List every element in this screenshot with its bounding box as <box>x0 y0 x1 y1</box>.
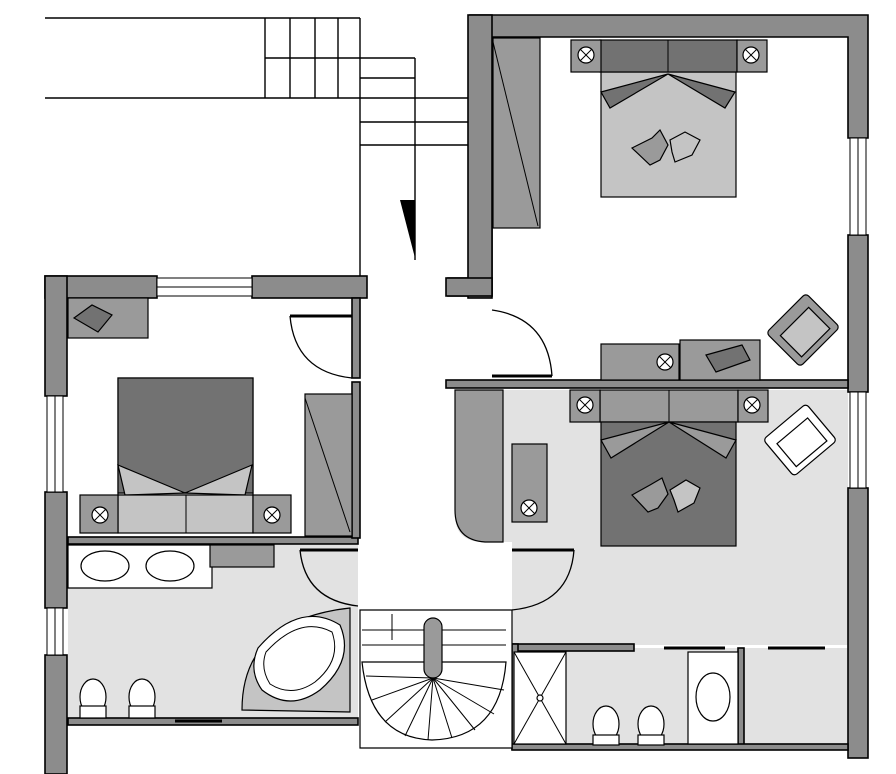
toilet-icon <box>79 678 107 719</box>
pillow-icon <box>668 421 737 459</box>
bedroom-left <box>67 297 353 537</box>
master-bedroom <box>492 37 839 381</box>
sink-icon <box>695 672 731 722</box>
bedroom-right <box>454 389 836 547</box>
curved-wardrobe <box>454 389 504 543</box>
walls <box>44 14 869 774</box>
door-master-bedroom <box>491 309 553 377</box>
dresser <box>600 343 680 381</box>
pillow-icon <box>600 73 669 109</box>
doors <box>175 309 825 723</box>
bathtub-icon <box>241 607 351 713</box>
door-right-bedroom <box>511 549 575 611</box>
lamp-icon <box>569 389 601 423</box>
lamp-icon <box>736 39 768 73</box>
lamp-icon <box>252 494 292 534</box>
stair-newel <box>423 617 443 679</box>
sink-icon <box>80 550 130 582</box>
sink-icon <box>145 550 195 582</box>
shelf <box>209 544 275 568</box>
cushion-icon <box>630 129 669 166</box>
laptop-icon <box>705 344 751 373</box>
pillow-icon <box>184 463 253 496</box>
lamp-icon <box>570 39 602 73</box>
cushion-icon <box>669 479 701 513</box>
armchair-icon <box>767 294 839 366</box>
pillow-icon <box>117 463 186 496</box>
bidet-icon <box>637 705 665 746</box>
shower-icon <box>513 651 567 745</box>
armchair-icon <box>764 404 836 476</box>
pillow-icon <box>600 421 670 459</box>
lamp-icon <box>79 494 119 534</box>
bathroom-right-floor <box>512 648 848 748</box>
door-bathroom-left <box>299 549 359 607</box>
cushion-icon <box>631 477 669 513</box>
toilet-icon <box>592 705 620 746</box>
door-left-bedroom <box>289 315 353 379</box>
wardrobe <box>304 393 353 537</box>
cushion-icon <box>669 131 701 163</box>
lamp-icon <box>520 499 538 517</box>
bathroom-right <box>513 651 739 746</box>
stairwell <box>45 17 468 278</box>
stair-direction-arrow-icon <box>400 200 415 258</box>
lamp-icon <box>656 353 674 371</box>
bidet-icon <box>128 678 156 719</box>
bathroom-left <box>67 544 351 719</box>
pillow-icon <box>667 73 736 109</box>
spiral-stair <box>359 609 513 749</box>
wardrobe <box>492 37 541 229</box>
laptop-icon <box>72 304 113 333</box>
lamp-icon <box>737 389 769 423</box>
windows <box>46 137 867 656</box>
